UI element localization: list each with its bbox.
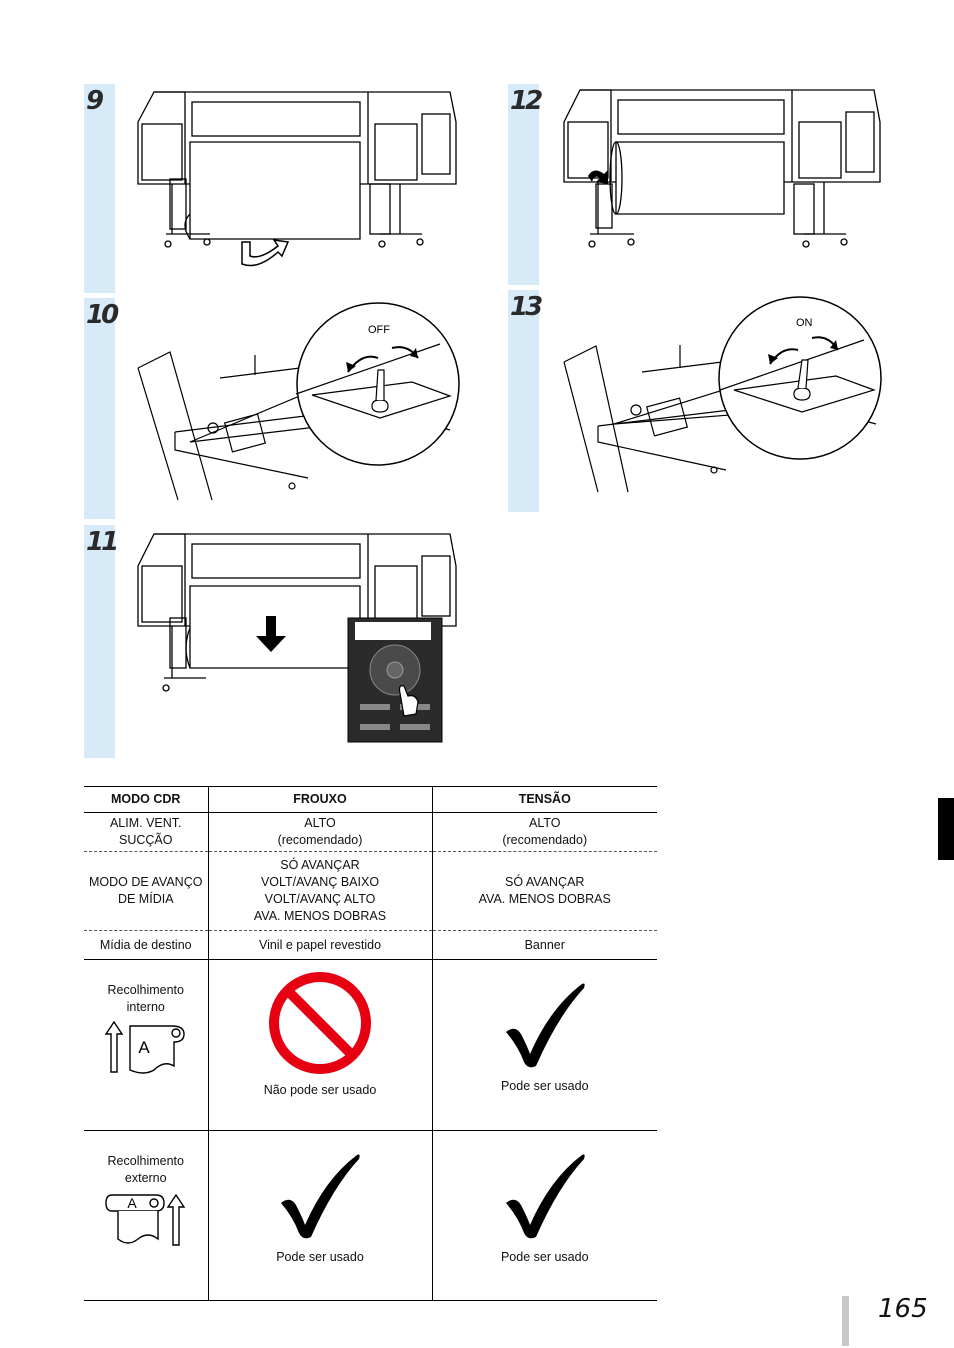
step-number: 10 [86,300,119,330]
cell-line: (recomendado) [277,833,363,847]
switch-illustration-off: OFF [137,302,460,501]
tensao-cell: SÓ AVANÇAR AVA. MENOS DOBRAS [432,851,657,931]
header-frouxo: FROUXO [208,786,433,813]
cell-line: SÓ AVANÇAR [280,858,360,872]
table-row: Mídia de destino Vinil e papel revestido… [84,930,657,960]
step-number: 11 [86,527,119,557]
frouxo-cell: Pode ser usado [208,1130,433,1301]
external-winding-icon: A [105,1193,186,1246]
printer-illustration-step-12 [563,89,881,248]
tensao-cell: Pode ser usado [432,1130,657,1301]
on-label: ON [796,317,813,329]
cell-line: Recolhimento [107,1154,184,1168]
step-band-11: 11 [84,525,119,758]
cell-line: SÓ AVANÇAR [505,875,585,889]
printer-illustration-step-11 [137,533,457,743]
header-modo-cdr: MODO CDR [84,786,209,813]
step-number: 13 [510,292,543,322]
step-band-12: 12 [508,84,543,285]
cell-line: VOLT/AVANÇ ALTO [264,892,376,906]
row-label: ALIM. VENT. SUCÇÃO [84,812,209,852]
tensao-cell: Banner [432,930,657,960]
frouxo-cell: Vinil e papel revestido [208,930,433,960]
page-number: 165 [878,1294,928,1324]
page-number-bar [842,1296,849,1346]
row-label: MODO DE AVANÇO DE MÍDIA [84,851,209,931]
table-row: MODO DE AVANÇO DE MÍDIA SÓ AVANÇAR VOLT/… [84,851,657,931]
internal-winding-icon: A [104,1020,185,1074]
cell-line: AVA. MENOS DOBRAS [253,909,387,923]
usage-caption: Não pode ser usado [263,1083,377,1097]
table-row: Recolhimento interno A Não pode ser usad… [84,959,657,1131]
frouxo-cell: ALTO (recomendado) [208,812,433,852]
usage-caption: Pode ser usado [276,1250,364,1264]
cell-line: externo [124,1171,167,1185]
row-label: Mídia de destino [84,930,209,960]
printer-illustration-step-9 [137,91,457,267]
table-header-row: MODO CDR FROUXO TENSÃO [84,786,657,813]
cdr-mode-table: MODO CDR FROUXO TENSÃO ALIM. VENT. SUCÇÃ… [84,786,657,1301]
usage-caption: Pode ser usado [500,1079,589,1093]
cell-line: Recolhimento [107,983,184,997]
step-band-13: 13 [508,290,543,512]
off-label: OFF [368,324,390,336]
prohibited-icon [269,972,371,1074]
step-band-9: 9 [84,84,115,293]
step-number: 9 [86,86,104,116]
usage-caption: Pode ser usado [500,1250,589,1264]
cell-line: MODO DE AVANÇO [89,875,203,889]
tensao-cell: ALTO (recomendado) [432,813,657,852]
row-label: Recolhimento externo A [84,1130,209,1301]
cell-line: ALIM. VENT. [109,816,182,830]
roll-letter: A [138,1038,150,1057]
roll-letter: A [127,1195,137,1211]
cell-line: AVA. MENOS DOBRAS [478,892,611,906]
cell-line: interno [126,1000,165,1014]
cell-line: SUCÇÃO [119,833,173,847]
step-band-10: 10 [84,298,119,519]
tensao-cell: Pode ser usado [432,959,657,1131]
switch-illustration-on: ON [563,296,882,493]
chapter-tab [938,798,954,860]
step-number: 12 [510,86,543,116]
checkmark-icon [505,983,585,1068]
checkmark-icon [505,1154,585,1239]
cell-line: DE MÍDIA [117,892,174,906]
cell-line: (recomendado) [502,833,588,847]
table-row: ALIM. VENT. SUCÇÃO ALTO (recomendado) AL… [84,812,657,852]
checkmark-icon [281,1154,360,1239]
cell-line: ALTO [529,816,561,830]
frouxo-cell: SÓ AVANÇAR VOLT/AVANÇ BAIXO VOLT/AVANÇ A… [208,851,433,931]
cell-line: VOLT/AVANÇ BAIXO [260,875,380,889]
cell-line: ALTO [304,816,336,830]
row-label: Recolhimento interno A [84,959,209,1131]
header-tensao: TENSÃO [432,786,657,813]
frouxo-cell: Não pode ser usado [208,959,433,1131]
table-row: Recolhimento externo A Pode ser usado Po… [84,1130,657,1301]
